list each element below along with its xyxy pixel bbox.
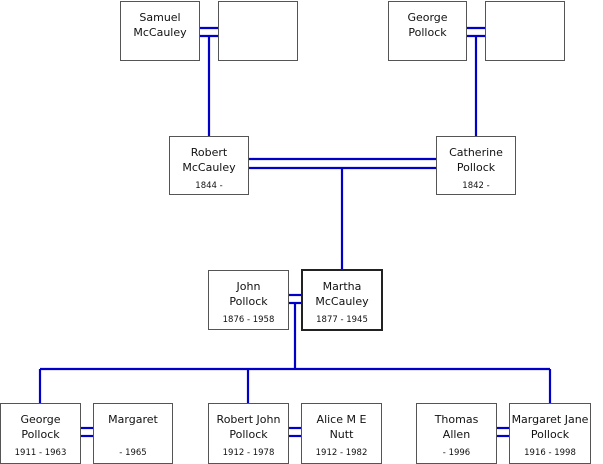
person-name: Margaret [108,413,158,426]
person-box-martha-mccauley[interactable]: Martha McCauley 1877 - 1945 [301,269,383,331]
person-box-george-pollock-jr[interactable]: George Pollock 1911 - 1963 [0,403,81,464]
person-name: Robert McCauley [182,146,236,174]
person-dates: 1877 - 1945 [316,315,368,325]
person-dates: 1911 - 1963 [14,448,67,458]
person-dates: 1916 - 1998 [524,448,576,458]
person-dates: 1876 - 1958 [222,315,275,325]
person-box-robert-john-pollock[interactable]: Robert John Pollock 1912 - 1978 [208,403,289,464]
person-box-catherine-pollock[interactable]: Catherine Pollock 1842 - [436,136,516,195]
person-name: Thomas Allen [434,413,479,441]
person-box-thomas-allen[interactable]: Thomas Allen - 1996 [416,403,497,464]
person-box-robert-mccauley[interactable]: Robert McCauley 1844 - [169,136,249,195]
person-box-george-pollock-sr[interactable]: George Pollock [388,1,467,61]
person-name: John Pollock [229,280,268,308]
connector-lines [38,26,552,438]
person-dates: 1912 - 1978 [222,448,275,458]
person-box-empty-spouse-samuel[interactable] [218,1,298,61]
person-box-margaret-jane-pollock[interactable]: Margaret Jane Pollock 1916 - 1998 [509,403,591,464]
person-dates: 1844 - [195,181,223,191]
person-name: Margaret Jane Pollock [511,413,589,441]
person-name: Catherine Pollock [449,146,503,174]
person-box-samuel-mccauley[interactable]: Samuel McCauley [120,1,200,61]
person-box-alice-nutt[interactable]: Alice M E Nutt 1912 - 1982 [301,403,382,464]
person-name: Robert John Pollock [216,413,281,441]
person-box-john-pollock[interactable]: John Pollock 1876 - 1958 [208,270,289,330]
person-dates: - 1965 [119,448,147,458]
person-dates: 1912 - 1982 [315,448,368,458]
person-name: Martha McCauley [315,280,369,308]
person-name: Alice M E Nutt [316,413,367,441]
person-dates: - 1996 [442,448,471,458]
person-dates: 1842 - [462,181,490,191]
person-name: George Pollock [407,11,448,39]
person-name: George Pollock [20,413,61,441]
person-box-empty-spouse-george[interactable] [485,1,565,61]
person-name: Samuel McCauley [133,11,187,39]
person-box-margaret[interactable]: Margaret - 1965 [93,403,173,464]
